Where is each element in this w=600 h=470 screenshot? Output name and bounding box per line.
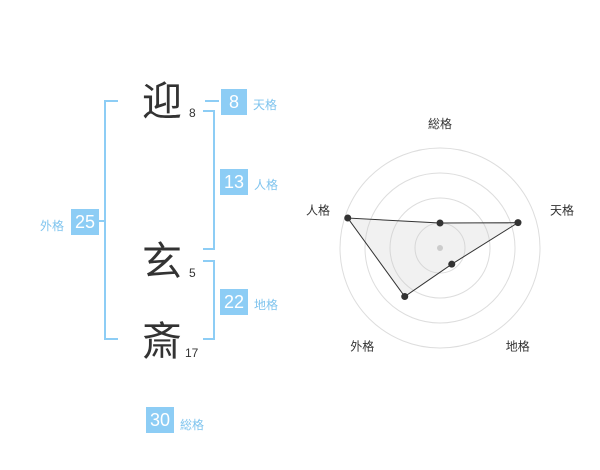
- radar-ring-2: [389, 197, 491, 299]
- name-char-3: 斎: [142, 319, 182, 365]
- gaikaku-bracket: [104, 100, 118, 340]
- name-char-1: 迎: [142, 79, 182, 125]
- radar-point-4: [344, 214, 352, 222]
- radar-ring-3: [364, 172, 516, 324]
- radar-axis-label-4: 人格: [306, 202, 330, 217]
- radar-point-0: [436, 219, 444, 227]
- soukaku-label: 総格: [180, 418, 205, 432]
- stroke-count-2: 5: [189, 266, 196, 280]
- radar-axis-label-1: 天格: [550, 202, 574, 217]
- jinkaku-value-badge: 13: [220, 169, 248, 195]
- name-char-2: 玄: [142, 239, 182, 285]
- tenkaku-bracket: [205, 100, 219, 102]
- chikaku-value-badge: 22: [220, 289, 248, 315]
- gaikaku-value-badge: 25: [71, 209, 99, 235]
- radar-point-3: [401, 293, 409, 301]
- gaikaku-label: 外格: [40, 219, 65, 233]
- jinkaku-bracket: [203, 110, 215, 250]
- jinkaku-label: 人格: [254, 178, 279, 192]
- tenkaku-value-badge: 8: [221, 89, 247, 115]
- radar-ring-4: [339, 147, 541, 349]
- chikaku-label: 地格: [254, 298, 279, 312]
- radar-axis-label-3: 外格: [350, 339, 374, 354]
- gaikaku-bracket-tick: [97, 220, 105, 222]
- radar-axis-label-0: 総格: [428, 116, 452, 131]
- radar-point-2: [448, 260, 456, 268]
- soukaku-value-badge: 30: [146, 407, 174, 433]
- tenkaku-label: 天格: [253, 98, 278, 112]
- stroke-count-3: 17: [185, 346, 199, 360]
- stroke-count-1: 8: [189, 106, 196, 120]
- chikaku-bracket: [203, 260, 215, 340]
- radar-polygon: [346, 217, 520, 298]
- radar-center: [437, 245, 443, 251]
- radar-axis-label-2: 地格: [506, 339, 530, 354]
- radar-point-1: [514, 219, 522, 227]
